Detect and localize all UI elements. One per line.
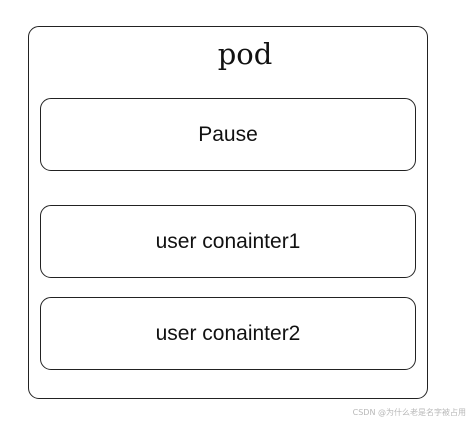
user-container-1-label: user conainter1 <box>155 229 301 253</box>
user-container-1-box: user conainter1 <box>40 205 416 278</box>
pause-container-box: Pause <box>40 98 416 171</box>
user-container-2-box: user conainter2 <box>40 297 416 370</box>
user-container-2-label: user conainter2 <box>155 321 301 345</box>
pod-box <box>28 26 428 399</box>
pause-container-label: Pause <box>198 122 258 146</box>
watermark: CSDN @为什么老是名字被占用 <box>352 408 466 417</box>
pod-title: pod <box>217 37 273 71</box>
